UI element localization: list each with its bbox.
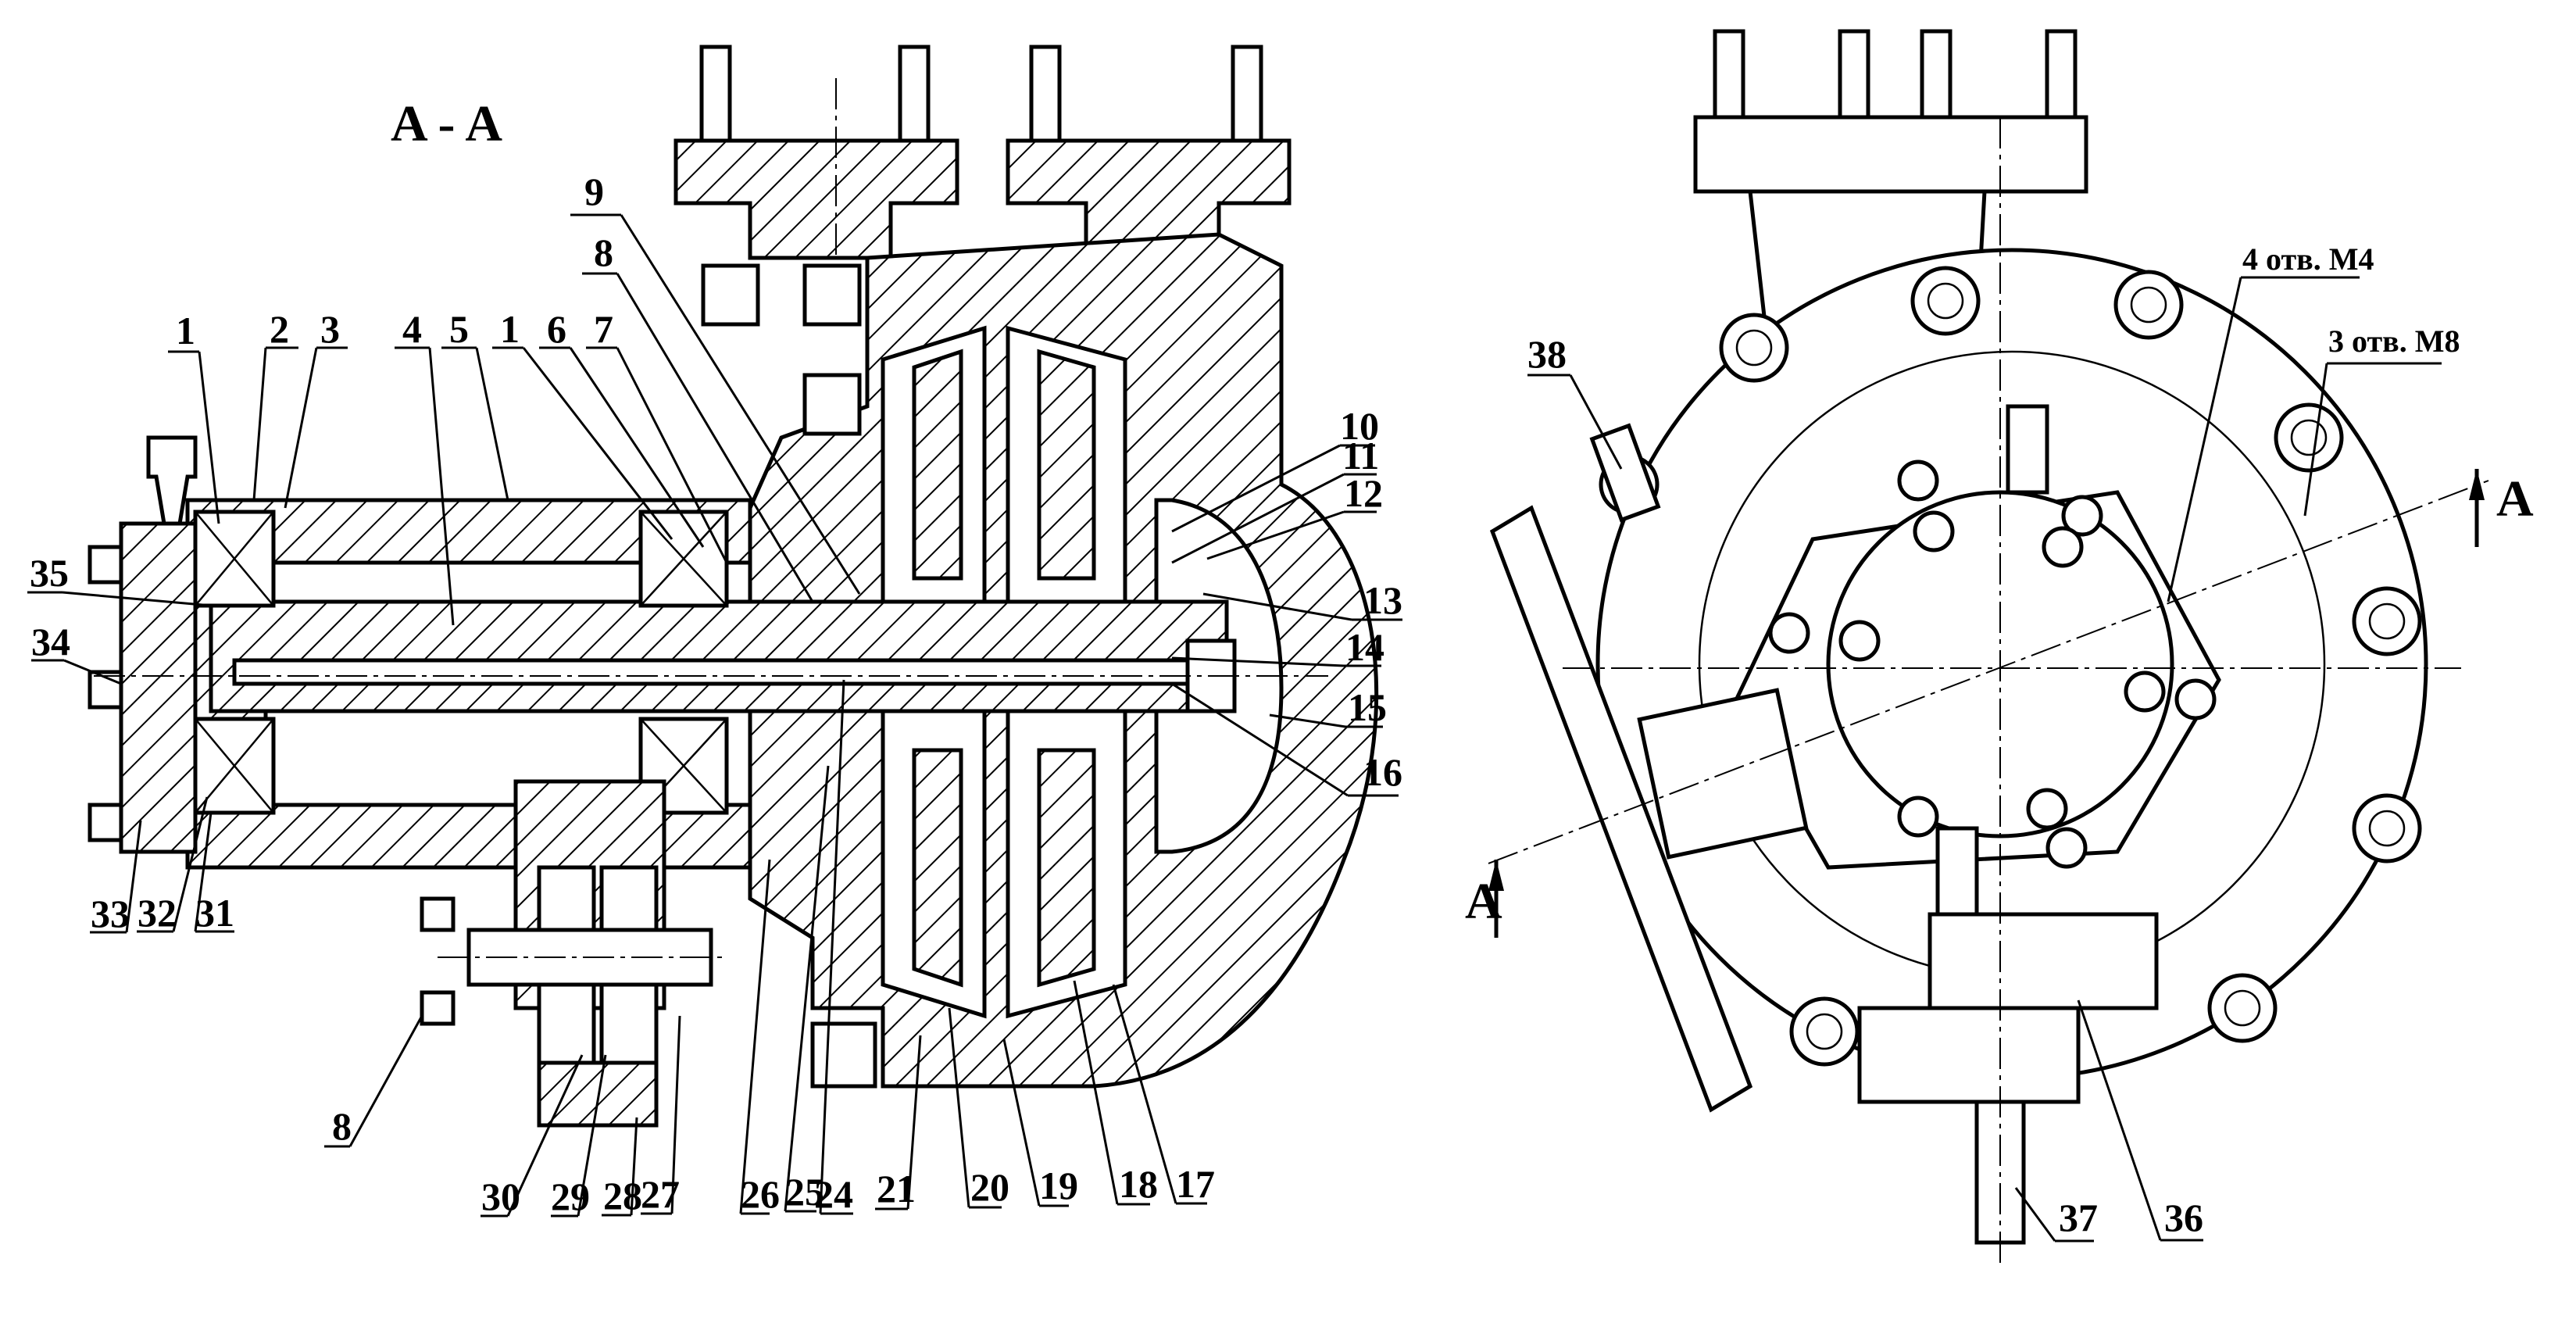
shaft <box>209 599 1229 713</box>
note-holes-m4: 4 отв. M4 <box>2242 241 2374 277</box>
callout-14: 14 <box>1345 625 1384 669</box>
shaft-bore <box>232 658 1221 686</box>
callout-1b: 1 <box>500 307 520 351</box>
callout-36: 36 <box>2164 1196 2203 1239</box>
callout-25: 25 <box>785 1170 824 1214</box>
casing-bolts <box>701 263 862 436</box>
note-holes-m8: 3 отв. M8 <box>2328 324 2460 359</box>
section-title: A - A <box>391 95 502 152</box>
callout-38: 38 <box>1527 332 1567 376</box>
valve-body <box>1928 912 2159 1010</box>
callout-9: 9 <box>584 170 604 213</box>
section-view-a-a: A - A <box>27 45 1402 1218</box>
callout-8-bottom: 8 <box>332 1104 352 1148</box>
top-fitting <box>2006 404 2049 495</box>
callout-20: 20 <box>970 1165 1009 1209</box>
callout-5: 5 <box>449 307 469 351</box>
callout-19: 19 <box>1039 1164 1078 1207</box>
callout-11: 11 <box>1342 434 1379 477</box>
end-view: A A 4 отв. M4 3 отв. M8 38 36 37 <box>1465 29 2534 1266</box>
bearings <box>193 510 729 815</box>
section-arrow-lower: A <box>1465 860 1504 938</box>
callout-6: 6 <box>547 307 566 351</box>
callout-17: 17 <box>1176 1162 1215 1206</box>
callout-15: 15 <box>1348 685 1387 729</box>
gear-bolts <box>420 896 456 1026</box>
callout-4: 4 <box>402 307 422 351</box>
callout-1: 1 <box>176 309 195 352</box>
side-flange-plate <box>1489 505 1753 1113</box>
base-bolt <box>810 1021 877 1089</box>
callout-24: 24 <box>814 1172 853 1216</box>
callout-3: 3 <box>320 307 340 351</box>
callout-35: 35 <box>30 551 69 595</box>
callout-12: 12 <box>1344 471 1383 515</box>
grease-nipple <box>146 435 198 526</box>
end-view-top-flange <box>1693 115 2088 194</box>
impeller-2-hub-lower <box>1037 748 1096 988</box>
callouts-section: 1 2 3 4 5 1 6 7 8 9 10 11 12 <box>27 170 1402 1218</box>
callout-34: 34 <box>31 620 70 663</box>
cover-bolts <box>88 545 123 842</box>
callout-16: 16 <box>1363 750 1402 794</box>
callout-32: 32 <box>138 891 177 935</box>
inlet-flange <box>673 138 959 260</box>
callout-28: 28 <box>603 1174 642 1218</box>
callout-18: 18 <box>1119 1162 1158 1206</box>
impeller-1-hub-lower <box>912 748 963 988</box>
callout-13: 13 <box>1363 578 1402 622</box>
callout-31: 31 <box>195 891 234 935</box>
callout-2: 2 <box>270 307 289 351</box>
callout-8-top: 8 <box>594 231 613 274</box>
end-cover <box>119 521 198 854</box>
valve-lower <box>1857 1006 2081 1104</box>
callout-26: 26 <box>741 1172 780 1216</box>
sensor <box>1589 423 1661 523</box>
impeller-1-hub <box>912 349 963 581</box>
section-mark-upper: A <box>2496 470 2534 527</box>
callout-30: 30 <box>481 1175 520 1218</box>
cover-small-bolts <box>1768 459 2217 869</box>
section-mark-lower: A <box>1465 873 1502 930</box>
callout-21: 21 <box>877 1167 916 1210</box>
flange-studs <box>699 45 1263 143</box>
callout-29: 29 <box>551 1175 590 1218</box>
section-line-a-a <box>1488 480 2489 864</box>
callout-10: 10 <box>1340 404 1379 448</box>
end-view-studs <box>1713 29 2078 127</box>
callout-33: 33 <box>91 892 130 935</box>
callout-27: 27 <box>641 1172 680 1216</box>
impeller-2-hub <box>1037 349 1096 581</box>
section-arrow-upper: A <box>2469 469 2534 547</box>
callout-7: 7 <box>594 307 613 351</box>
callout-37: 37 <box>2059 1196 2098 1239</box>
bottom-fitting <box>1935 826 1979 917</box>
